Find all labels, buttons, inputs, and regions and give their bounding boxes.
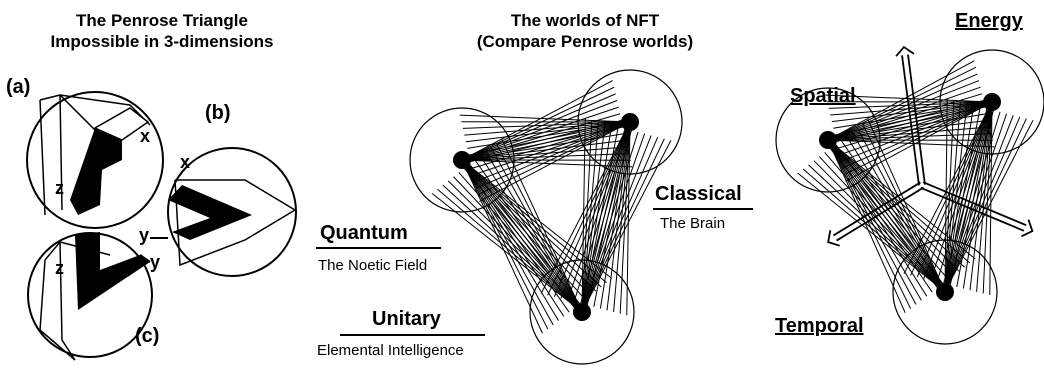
classical-desc: The Brain [660,215,726,232]
edge-y1: y [139,225,150,245]
axes-world-node-2 [936,283,954,301]
label-a: (a) [6,76,31,98]
unitary-label: Unitary [372,308,441,330]
label-c: (c) [135,325,160,347]
edge-x1: x [140,126,151,146]
axes-bundle-2-1 [903,101,993,296]
nft-title-line2: (Compare Penrose worlds) [476,32,694,51]
nft-world-circle-0 [409,107,515,213]
circle-b [167,147,297,277]
nft-world-node-1 [621,113,639,131]
axes-bundle-1-0 [827,60,995,148]
energy-label: Energy [955,10,1023,32]
axes-bundle-0-2 [797,119,946,293]
axes-world-circle-0 [775,87,881,193]
unitary-desc: Elemental Intelligence [317,342,464,359]
classical-label: Classical [655,183,742,205]
quantum-label: Quantum [320,222,408,244]
axes-world-node-0 [819,131,837,149]
edge-x2: x [180,152,191,172]
classical-rule [653,208,753,210]
penrose-title-line2: Impossible in 3-dimensions [50,32,274,51]
edge-z2: z [55,258,64,278]
axes-worlds [775,45,1044,345]
penrose-title-line1: The Penrose Triangle [76,11,248,30]
axes-world-circle-1 [939,49,1044,155]
nft-bundle-0-1 [459,114,631,202]
circle-a [26,91,164,229]
nft-bundle-1-2 [581,118,672,313]
axes-world-circle-2 [892,239,998,345]
axes-world-node-1 [983,93,1001,111]
temporal-label: Temporal [775,315,864,337]
nft-world-node-0 [453,151,471,169]
nft-bundle-2-1 [540,121,631,316]
spatial-label: Spatial [790,85,856,107]
temporal-axis [827,181,925,247]
spatial-axis [895,45,926,186]
nft-title: The worlds of NFT (Compare Penrose world… [465,10,705,52]
penrose-title: The Penrose Triangle Impossible in 3-dim… [12,10,312,52]
nft-world-circle-1 [577,69,683,175]
unitary-rule [340,334,485,336]
nft-worlds [409,69,683,365]
circle-c [27,232,153,361]
nft-world-node-2 [573,303,591,321]
nft-world-circle-2 [529,259,635,365]
label-b: (b) [205,102,231,124]
edge-z1: z [55,178,64,198]
nft-title-line1: The worlds of NFT [510,11,660,30]
quantum-desc: The Noetic Field [318,257,428,274]
edge-y2: y [150,252,161,272]
energy-axis [920,181,1034,238]
quantum-rule [316,247,441,249]
penrose-triangle [26,91,297,361]
